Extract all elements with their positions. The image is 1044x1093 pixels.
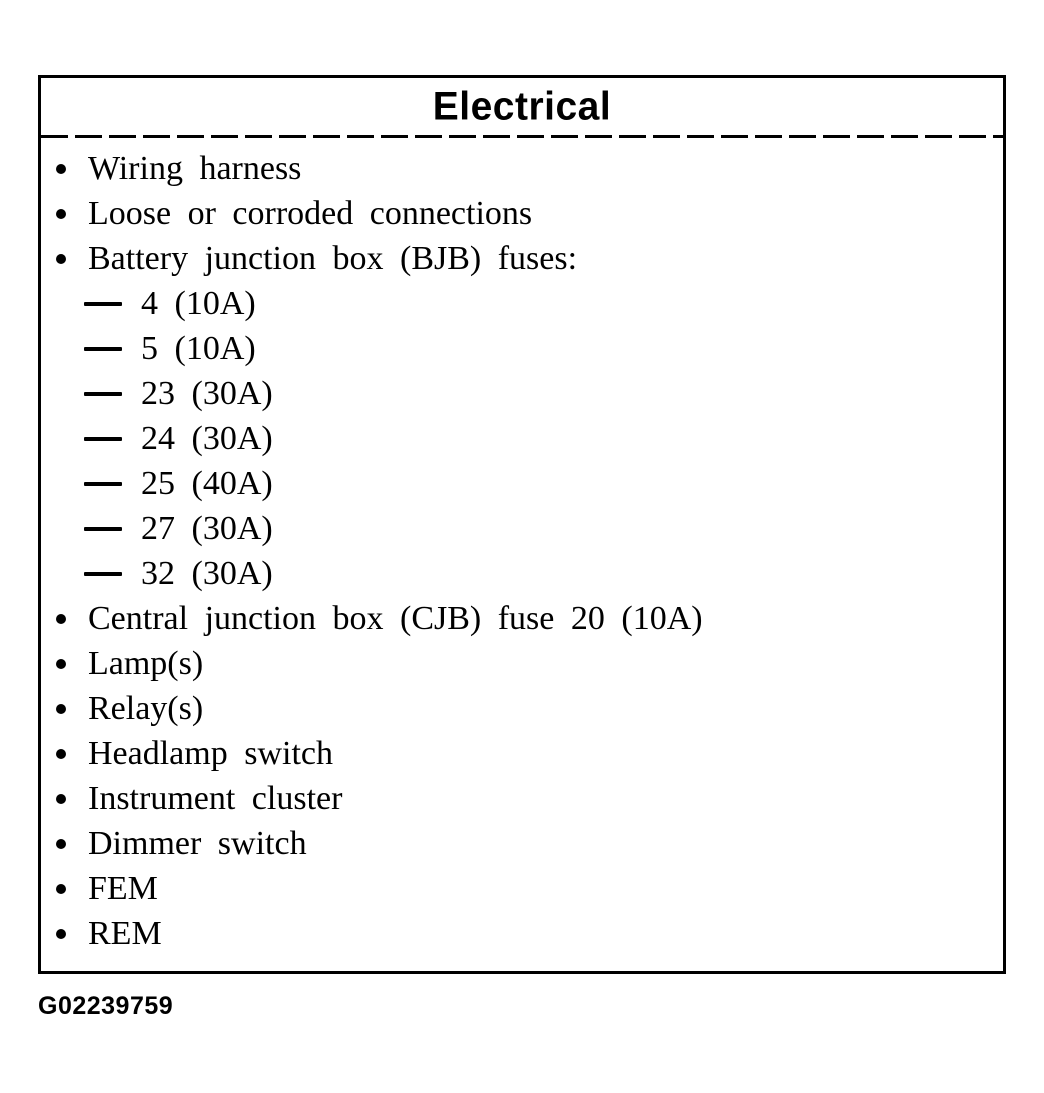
list-item-label: FEM bbox=[88, 870, 158, 907]
list-item: REM bbox=[41, 911, 1003, 956]
panel-title: Electrical bbox=[432, 84, 612, 129]
list-item-label: 24 (30A) bbox=[141, 420, 273, 457]
bullet-icon bbox=[56, 253, 66, 264]
figure-code: G02239759 bbox=[38, 992, 174, 1020]
list-item: Lamp(s) bbox=[41, 641, 1003, 686]
dash-icon bbox=[84, 436, 122, 441]
dash-icon bbox=[84, 526, 122, 531]
list-item: Headlamp switch bbox=[41, 731, 1003, 776]
list-item: Instrument cluster bbox=[41, 776, 1003, 821]
list-item-label: Central junction box (CJB) fuse 20 (10A) bbox=[88, 600, 703, 637]
list-item-label: 4 (10A) bbox=[141, 285, 256, 322]
list-item: Central junction box (CJB) fuse 20 (10A) bbox=[41, 596, 1003, 641]
list-item-label: 25 (40A) bbox=[141, 465, 273, 502]
bullet-icon bbox=[56, 748, 66, 759]
bullet-icon bbox=[56, 208, 66, 219]
list-item: Battery junction box (BJB) fuses: bbox=[41, 236, 1003, 281]
list-item: Wiring harness bbox=[41, 146, 1003, 191]
list-item-label: Lamp(s) bbox=[88, 645, 204, 682]
dashed-separator bbox=[41, 135, 1003, 138]
list-item: Relay(s) bbox=[41, 686, 1003, 731]
list-item-label: REM bbox=[88, 915, 162, 952]
bullet-icon bbox=[56, 658, 66, 669]
list-item: 24 (30A) bbox=[41, 416, 1003, 461]
list-item: 27 (30A) bbox=[41, 506, 1003, 551]
list-item: 23 (30A) bbox=[41, 371, 1003, 416]
list-item-label: 5 (10A) bbox=[141, 330, 256, 367]
list-item-label: 32 (30A) bbox=[141, 555, 273, 592]
list-item-label: Instrument cluster bbox=[88, 780, 343, 817]
list-item: 4 (10A) bbox=[41, 281, 1003, 326]
list-item: 25 (40A) bbox=[41, 461, 1003, 506]
bullet-icon bbox=[56, 703, 66, 714]
bullet-icon bbox=[56, 928, 66, 939]
symptom-list: Wiring harness Loose or corroded connect… bbox=[41, 138, 1003, 956]
electrical-panel: Electrical Wiring harness Loose or corro… bbox=[38, 75, 1006, 974]
list-item-label: 23 (30A) bbox=[141, 375, 273, 412]
dash-icon bbox=[84, 391, 122, 396]
bullet-icon bbox=[56, 883, 66, 894]
bullet-icon bbox=[56, 838, 66, 849]
dash-icon bbox=[84, 481, 122, 486]
list-item: Loose or corroded connections bbox=[41, 191, 1003, 236]
dash-icon bbox=[84, 571, 122, 576]
list-item-label: Headlamp switch bbox=[88, 735, 333, 772]
list-item-label: 27 (30A) bbox=[141, 510, 273, 547]
list-item-label: Wiring harness bbox=[88, 150, 302, 187]
bullet-icon bbox=[56, 613, 66, 624]
list-item-label: Relay(s) bbox=[88, 690, 204, 727]
list-item: FEM bbox=[41, 866, 1003, 911]
dash-icon bbox=[84, 346, 122, 351]
list-item: Dimmer switch bbox=[41, 821, 1003, 866]
list-item-label: Loose or corroded connections bbox=[88, 195, 533, 232]
list-item: 5 (10A) bbox=[41, 326, 1003, 371]
panel-header: Electrical bbox=[41, 78, 1003, 135]
bullet-icon bbox=[56, 163, 66, 174]
dash-icon bbox=[84, 301, 122, 306]
bullet-icon bbox=[56, 793, 66, 804]
list-item-label: Battery junction box (BJB) fuses: bbox=[88, 240, 578, 277]
list-item-label: Dimmer switch bbox=[88, 825, 307, 862]
list-item: 32 (30A) bbox=[41, 551, 1003, 596]
